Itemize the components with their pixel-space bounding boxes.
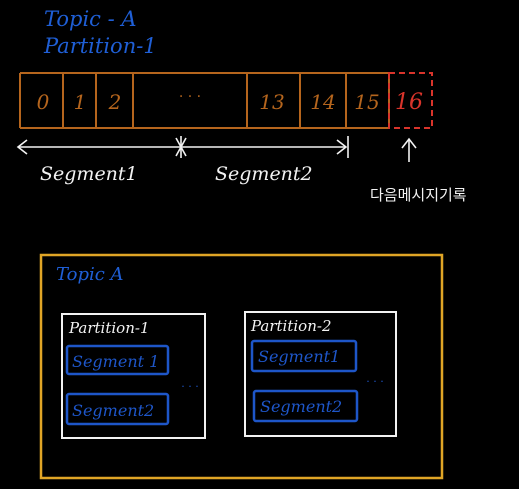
offset-0: 0 bbox=[37, 90, 50, 114]
partition-1-segment-2-label: Segment2 bbox=[72, 401, 154, 420]
segment1-left-arrowhead bbox=[16, 139, 28, 155]
partition-title: Partition-1 bbox=[43, 34, 157, 58]
offset-ellipsis: · · · bbox=[179, 89, 201, 105]
partition-1-segment-1 bbox=[65, 344, 170, 376]
partition-1-ellipsis: · · · bbox=[181, 380, 198, 393]
partition-2-segment-1 bbox=[250, 339, 358, 373]
segment2-label: Segment2 bbox=[215, 163, 313, 185]
next-write-arrowhead bbox=[401, 137, 417, 149]
offset-2: 2 bbox=[108, 90, 122, 114]
partition-2-segment-1-label: Segment1 bbox=[258, 347, 340, 366]
segment-span-arrows bbox=[16, 136, 417, 162]
offset-14: 14 bbox=[310, 90, 335, 114]
topic-box bbox=[39, 253, 444, 480]
partition-2-segment-2-label: Segment2 bbox=[260, 397, 342, 416]
partition-1-title: Partition-1 bbox=[68, 319, 150, 337]
partition-log: 0 1 2 · · · 13 14 15 16 bbox=[19, 72, 433, 129]
topic-box-title: Topic A bbox=[56, 264, 124, 285]
partition-1-box bbox=[61, 313, 206, 439]
offset-16: 16 bbox=[395, 90, 423, 115]
partition-2-title: Partition-2 bbox=[250, 317, 332, 335]
partition-2-ellipsis: · · · bbox=[366, 375, 383, 388]
partition-2-box bbox=[244, 311, 397, 437]
partition-2-segment-2 bbox=[252, 389, 359, 423]
partition-1-segment-1-label: Segment 1 bbox=[72, 352, 159, 371]
partition-1-segment-2 bbox=[65, 392, 170, 426]
offset-13: 13 bbox=[259, 90, 284, 114]
offset-15: 15 bbox=[354, 90, 379, 114]
topic-title: Topic - A bbox=[44, 7, 137, 31]
segment2-right-arrowhead bbox=[336, 139, 348, 155]
next-write-label: 다음메시지기록 bbox=[370, 186, 467, 204]
segment1-label: Segment1 bbox=[40, 163, 138, 185]
offset-1: 1 bbox=[74, 90, 87, 114]
next-offset-cell bbox=[388, 72, 433, 129]
